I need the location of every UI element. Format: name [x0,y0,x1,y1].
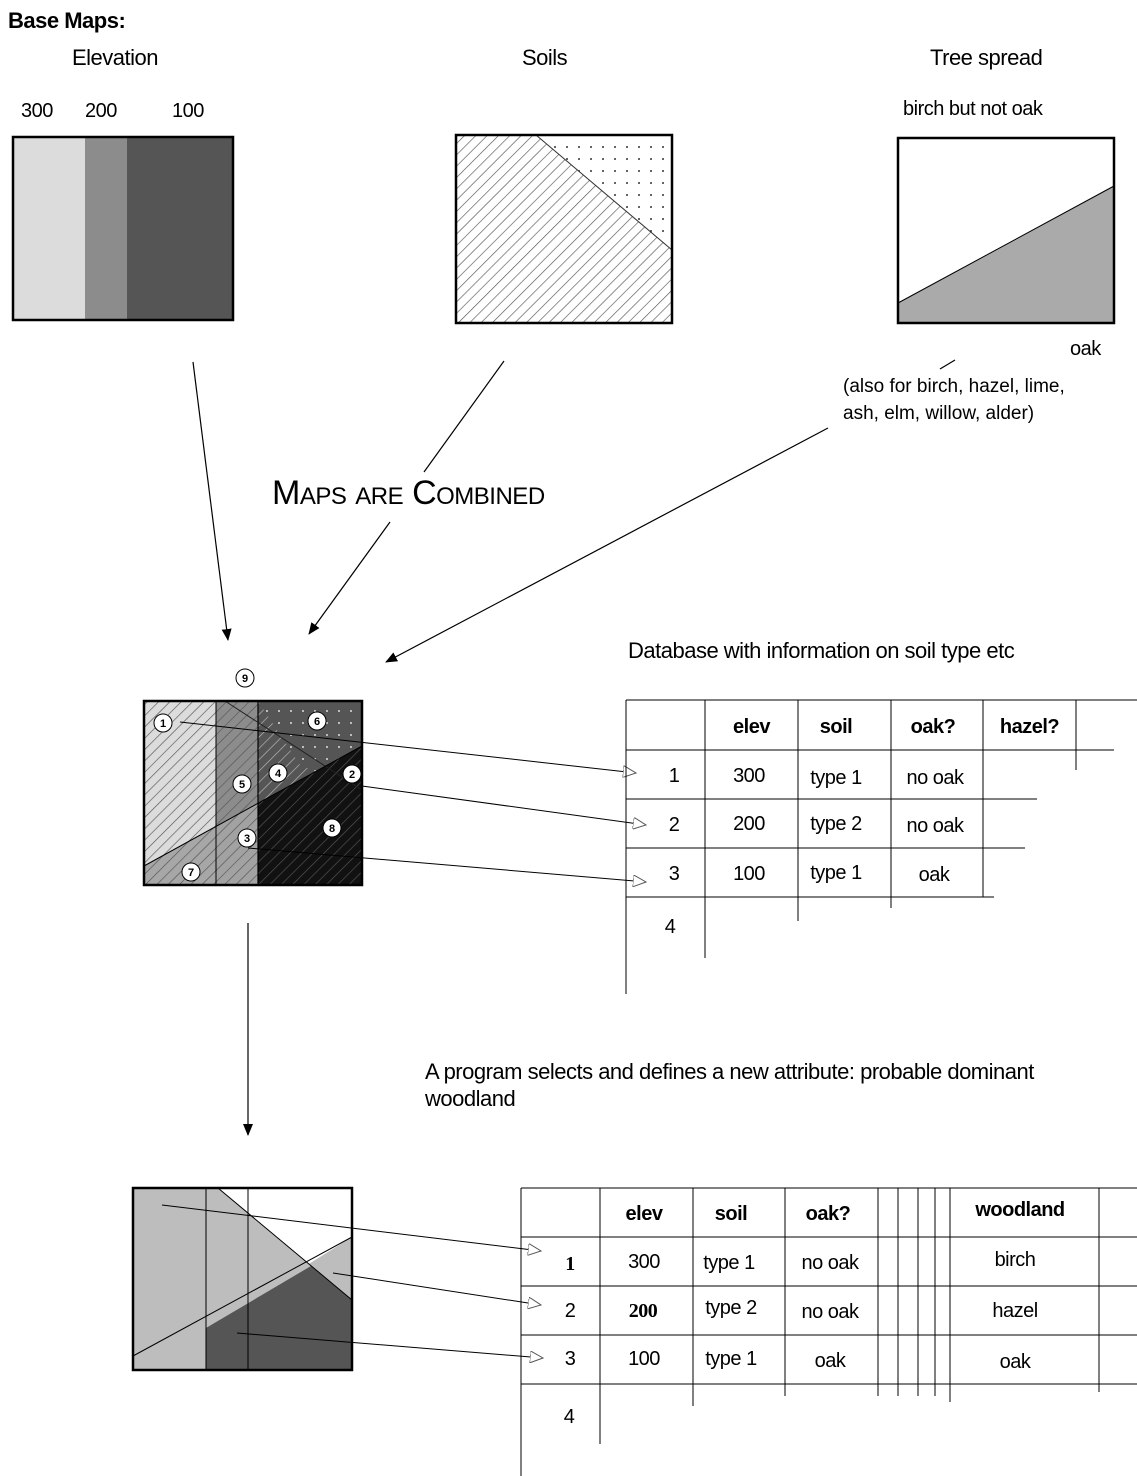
db-row3-id: 3 [668,863,680,885]
result-row2-id: 2 [564,1300,576,1322]
program-description: A program selects and defines a new attr… [425,1059,1034,1111]
result-row3-elev: 100 [628,1348,660,1370]
result-header-woodland: woodland [975,1199,1065,1221]
region-markers: 9 1 2 3 4 5 6 7 8 [153,668,362,882]
elevation-tick-100: 100 [172,100,204,122]
result-row2-oak: no oak [801,1301,859,1323]
result-map [131,1186,354,1372]
region-label-6: 6 [314,716,320,728]
page-title: Base Maps: [8,8,126,33]
region-label-4: 4 [275,768,282,780]
link-region1-row1 [179,721,636,773]
db-row3-elev: 100 [733,863,765,885]
elevation-title: Elevation [72,45,159,70]
db-row3-soil: type 1 [810,862,862,884]
region-label-1: 1 [160,718,166,730]
result-row3-oak: oak [814,1350,846,1372]
tree-spread-note: (also for birch, hazel, lime, ash, elm, … [843,376,1065,424]
database-title: Database with information on soil type e… [628,638,1015,663]
result-header-oak: oak? [805,1203,851,1225]
result-row2-soil: type 2 [705,1297,757,1319]
elevation-map [11,135,235,322]
tree-spread-top-label: birch but not oak [903,98,1043,120]
arrow-tree-spread [385,427,829,663]
result-row1-oak: no oak [801,1252,859,1274]
db-row2-oak: no oak [906,815,964,837]
database-table-grid [625,699,1137,994]
db-row2-elev: 200 [733,813,765,835]
combined-map [142,699,364,887]
region-label-3: 3 [244,833,250,845]
link-result-row2 [332,1272,541,1305]
db-row1-elev: 300 [733,765,765,787]
result-row1-id: 1 [565,1253,575,1275]
db-row3-oak: oak [918,864,950,886]
result-row3-id: 3 [564,1348,576,1370]
db-row4-id: 4 [664,916,676,938]
tree-spread-title: Tree spread [930,45,1043,70]
db-row2-soil: type 2 [810,813,862,835]
result-header-soil: soil [714,1203,748,1225]
result-header-elev: elev [625,1203,663,1225]
result-row1-elev: 300 [628,1251,660,1273]
region-label-8: 8 [329,823,335,835]
arrow-soils-part2 [308,521,391,635]
link-region3-row3 [247,847,646,882]
tree-spread-oak-label: oak [1070,338,1101,360]
elevation-tick-300: 300 [21,100,53,122]
region-label-9: 9 [242,673,248,685]
link-region2-row2 [361,785,646,825]
arrow-elevation [192,361,232,641]
combined-title: Maps are Combined [272,474,545,512]
result-row3-soil: type 1 [705,1348,757,1370]
db-header-hazel: hazel? [999,716,1060,738]
db-header-soil: soil [819,716,853,738]
region-label-2: 2 [349,769,355,781]
db-row1-soil: type 1 [810,767,862,789]
region-label-5: 5 [239,779,245,791]
soils-map [454,133,674,325]
result-row2-elev: 200 [628,1300,658,1322]
db-header-elev: elev [733,716,770,738]
db-row2-id: 2 [668,814,680,836]
soils-title: Soils [522,45,568,70]
result-row1-soil: type 1 [703,1252,755,1274]
result-row4-id: 4 [563,1406,575,1428]
db-header-oak: oak? [910,716,956,738]
result-row1-woodland: birch [994,1249,1036,1271]
result-table-grid [520,1187,1137,1476]
arrow-soils-part1 [423,360,505,473]
tree-spread-map [896,136,1116,325]
elevation-tick-200: 200 [85,100,117,122]
result-row2-woodland: hazel [992,1300,1038,1322]
result-row3-woodland: oak [999,1351,1031,1373]
db-row1-id: 1 [668,765,680,787]
region-label-7: 7 [188,867,194,879]
link-result-row1 [161,1204,541,1251]
db-row1-oak: no oak [906,767,964,789]
link-result-row3 [236,1332,543,1358]
